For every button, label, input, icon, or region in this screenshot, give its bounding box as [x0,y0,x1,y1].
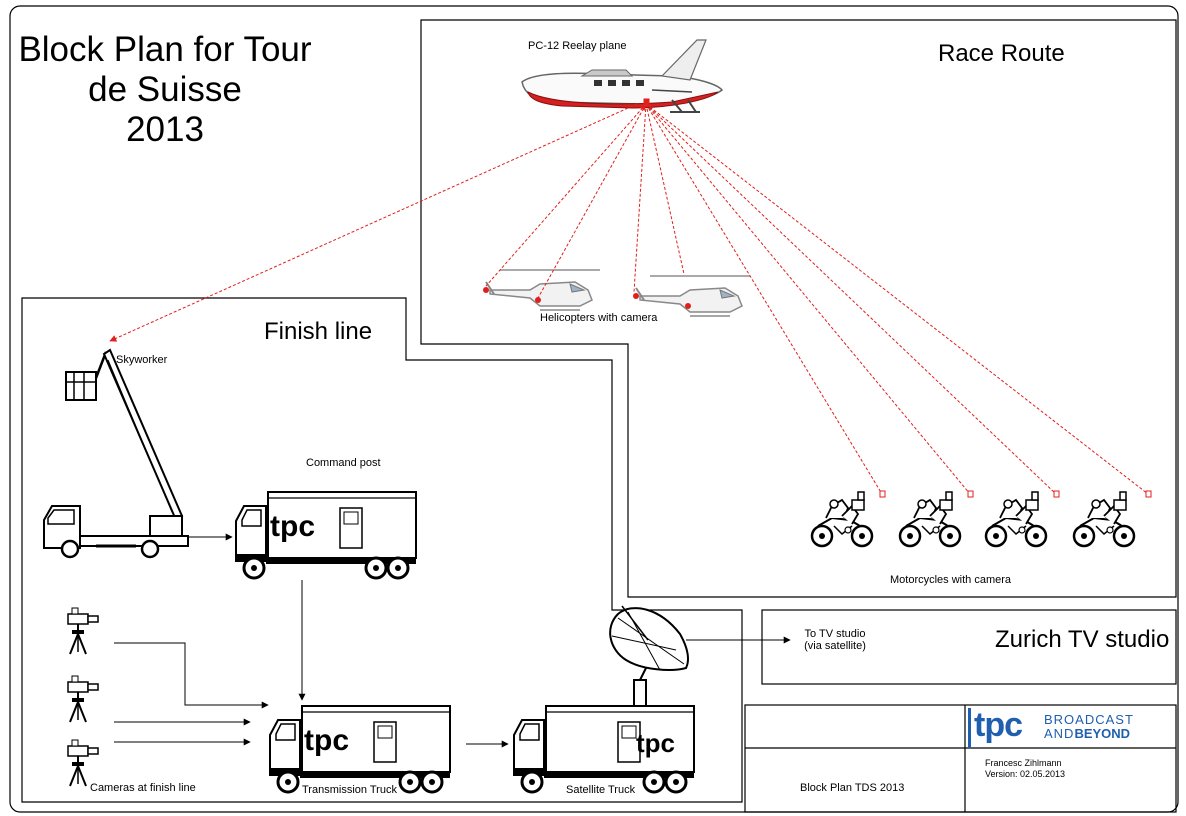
zurich-studio-region [761,609,1177,685]
motorcycle-1 [810,490,874,548]
signal-arrows [114,533,791,748]
plane-label: PC-12 Reelay plane [528,40,627,52]
motorcycle-2 [898,490,962,548]
race-route-region [420,19,1177,598]
skyworker-truck [43,348,189,559]
relay-plane [521,39,724,113]
transmission-truck-label: Transmission Truck [302,784,397,796]
to-studio-line1: To TV studio [804,628,866,640]
skyworker-label: Skyworker [116,354,168,366]
finish-line-title: Finish line [264,318,373,345]
to-studio-line2: (via satellite) [804,640,866,652]
satellite-truck-logo: tpc [636,728,675,758]
race-route-title: Race Route [938,40,1065,67]
version: Version: 02.05.2013 [985,769,1066,779]
command-post-truck [234,490,418,580]
zurich-studio-title: Zurich TV studio [995,626,1170,653]
motorcycle-4 [1072,490,1136,548]
logo-and: AND [1044,726,1075,741]
satellite-truck [512,605,696,794]
camera-1 [67,607,99,655]
main-title-line1: Block Plan for Tour [18,30,312,69]
main-title-line2: de Suisse [88,70,242,109]
page-frame [9,5,1179,813]
tpc-logo-mark [968,708,971,748]
main-title: Block Plan for Tour de Suisse 2013 [0,30,330,150]
transmission-truck-logo: tpc [304,724,349,757]
relay-endpoints [643,98,1152,498]
title-block-logo-line2: ANDBEYOND [1044,726,1130,741]
to-studio-label: To TV studio (via satellite) [780,628,890,652]
transmission-truck [268,704,452,794]
helicopter-2 [632,275,751,317]
satellite-truck-label: Satellite Truck [566,784,636,796]
command-post-logo: tpc [270,510,315,543]
title-block-logo: tpc [974,706,1023,744]
command-post-label: Command post [306,457,381,469]
helicopter-1 [482,269,601,311]
logo-beyond: BEYOND [1074,726,1131,741]
motorcycles-label: Motorcycles with camera [890,574,1012,586]
title-block [744,704,1177,813]
camera-3 [67,739,99,787]
plan-name: Block Plan TDS 2013 [800,782,905,794]
cameras-label: Cameras at finish line [90,782,196,794]
helicopters-label: Helicopters with camera [540,312,658,324]
motorcycle-3 [984,490,1048,548]
title-block-logo-line1: BROADCAST [1044,712,1134,727]
author: Francesc Zihlmann [985,758,1062,768]
camera-2 [67,675,99,723]
finish-line-region [21,297,743,803]
main-title-line3: 2013 [126,110,204,149]
relay-links [109,103,1149,495]
